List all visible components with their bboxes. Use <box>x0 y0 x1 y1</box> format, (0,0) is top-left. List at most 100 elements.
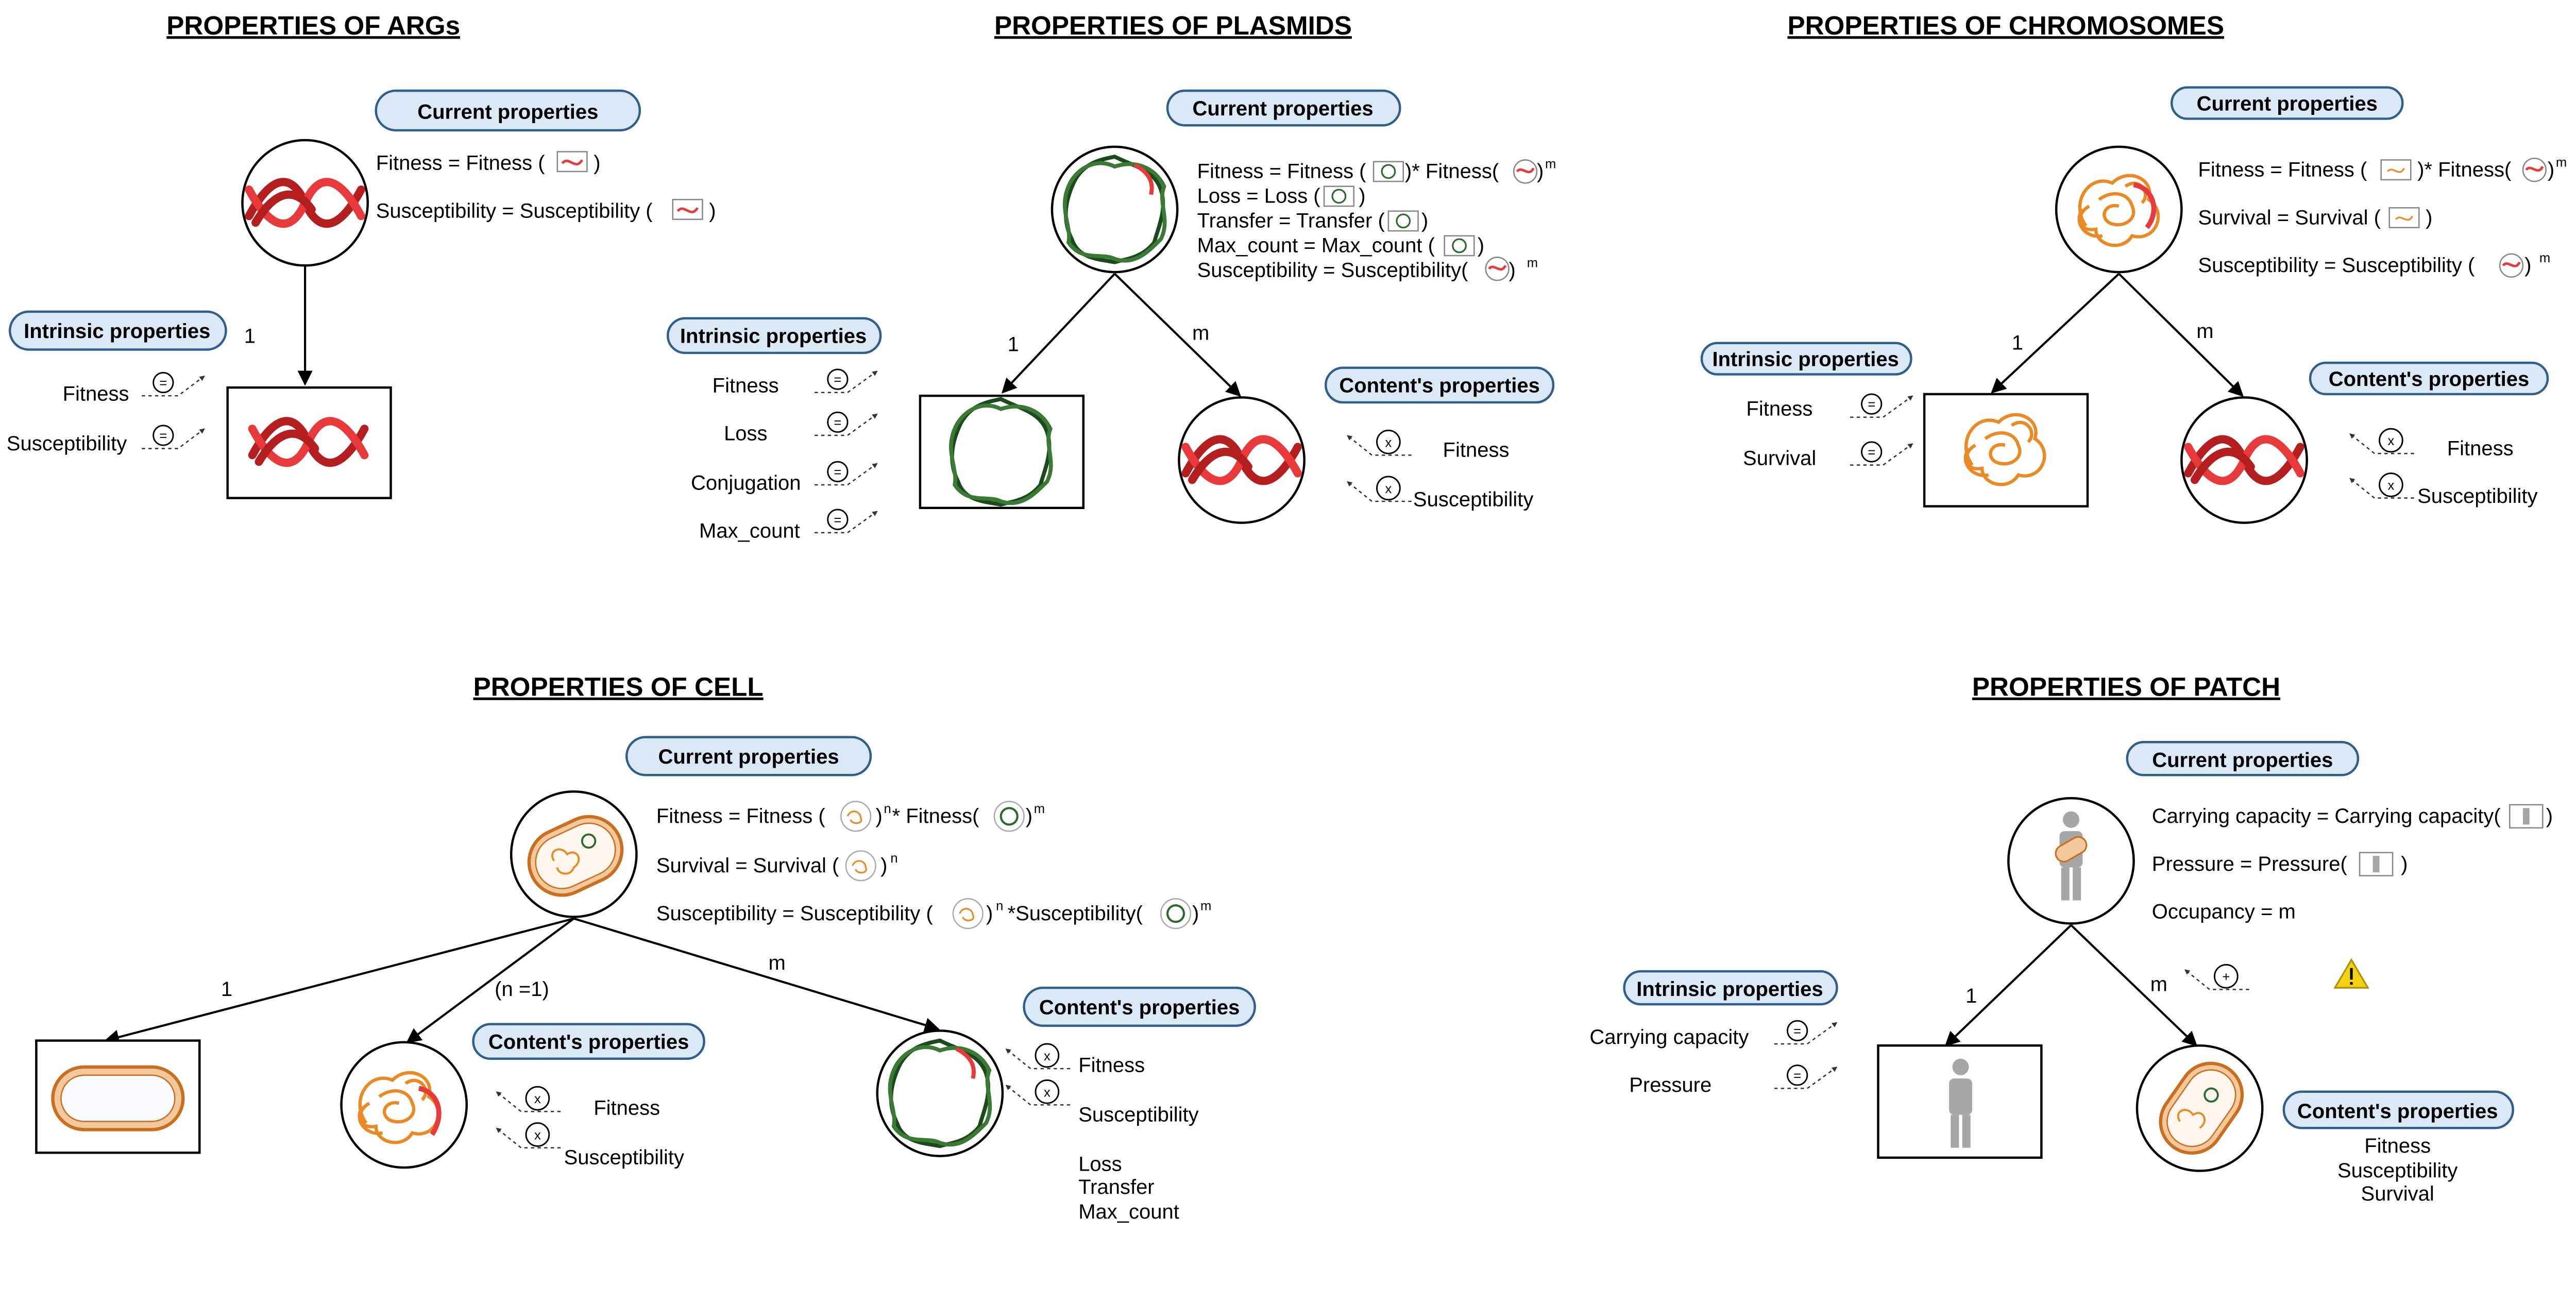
patch-edge-label-m: m <box>2150 973 2167 996</box>
chromosomes-title: PROPERTIES OF CHROMOSOMES <box>1787 11 2224 40</box>
patch-content-fitness: Fitness <box>2364 1135 2431 1157</box>
chromosomes-fitness-formula: Fitness = Fitness ( <box>2198 158 2367 181</box>
svg-text:=: = <box>1793 1024 1801 1039</box>
cell-section: PROPERTIES OF CELL Current properties Fi… <box>35 672 1256 1223</box>
cell-icon <box>2159 1061 2244 1155</box>
plasmid-intrinsic-node <box>919 394 1085 510</box>
cell-susceptibility-formula: Susceptibility = Susceptibility ( <box>656 902 934 925</box>
multiply-icon: x <box>1376 476 1401 501</box>
patch-pressure-close: ) <box>2401 853 2408 875</box>
patch-intrinsic-carrying: Carrying capacity <box>1589 1026 1749 1049</box>
plasmids-intrinsic-pill: Intrinsic properties <box>667 317 882 354</box>
patch-intrinsic-label: Intrinsic properties <box>1636 978 1823 1001</box>
multiply-icon: x <box>525 1086 550 1111</box>
cell-plasmid-content-pill: Content's properties <box>1023 986 1256 1027</box>
args-title: PROPERTIES OF ARGs <box>166 11 460 40</box>
patch-content-survival: Survival <box>2361 1182 2434 1205</box>
equal-icon: = <box>827 461 849 483</box>
cell-survival-close: ) <box>880 854 887 877</box>
plasmids-content-label: Content's properties <box>1339 375 1540 397</box>
svg-text:x: x <box>534 1128 541 1143</box>
plasmids-current-pill: Current properties <box>1166 89 1401 127</box>
patch-carrying-close: ) <box>2546 805 2553 827</box>
chromosomes-intrinsic-pill: Intrinsic properties <box>1700 342 1912 376</box>
svg-text:x: x <box>2387 434 2394 448</box>
cell-susceptibility-mid: *Susceptibility( <box>1008 902 1143 925</box>
plasmids-fitness-mid: )* Fitness( <box>1405 160 1499 183</box>
equal-icon: = <box>152 371 174 394</box>
cell-survival-sup-n: n <box>890 851 897 866</box>
plasmid-current-node <box>1050 145 1179 274</box>
plasmids-edge-label-1: 1 <box>1008 333 1019 356</box>
args-current-label: Current properties <box>417 100 598 123</box>
svg-text:x: x <box>2387 479 2394 493</box>
plasmids-edge-label-m: m <box>1192 322 1209 344</box>
cell-current-label: Current properties <box>658 746 839 768</box>
cell-susceptibility-close2: ) <box>1192 902 1199 925</box>
cell-current-pill: Current properties <box>625 736 872 776</box>
cell-plasmid-content-susceptibility: Susceptibility <box>1078 1103 1198 1126</box>
chromosomes-intrinsic-label: Intrinsic properties <box>1713 348 1899 371</box>
chromosomes-current-pill: Current properties <box>2170 86 2404 120</box>
chromosomes-edge-label-m: m <box>2196 320 2213 343</box>
cell-plasmid-content-label: Content's properties <box>1039 996 1240 1019</box>
cell-plasmid-transfer: Transfer <box>1078 1176 1154 1198</box>
plasmids-current-label: Current properties <box>1192 97 1373 120</box>
patch-section: PROPERTIES OF PATCH Current properties C… <box>1589 672 2553 1205</box>
args-susceptibility-formula: Susceptibility = Susceptibility ( <box>376 199 653 222</box>
cell-susceptibility-sup-n: n <box>996 899 1003 914</box>
plasmids-content-susceptibility: Susceptibility <box>1413 488 1533 511</box>
args-susceptibility-close: ) <box>709 199 716 222</box>
svg-text:=: = <box>159 376 167 391</box>
cell-edge-label-1: 1 <box>221 978 232 1001</box>
cell-chromosome-node <box>340 1041 468 1169</box>
equal-icon: = <box>1861 393 1883 415</box>
patch-edge-label-1: 1 <box>1965 985 1977 1007</box>
svg-text:=: = <box>1868 398 1875 412</box>
multiply-icon: x <box>525 1122 550 1147</box>
plasmids-transfer-formula: Transfer = Transfer ( <box>1197 210 1385 232</box>
cell-plasmid-loss: Loss <box>1078 1153 1122 1175</box>
cell-chromosome-content-label: Content's properties <box>488 1031 689 1054</box>
patch-pressure-formula: Pressure = Pressure( <box>2152 853 2348 875</box>
chromosomes-fitness-close: ) <box>2548 158 2554 181</box>
svg-text:x: x <box>1044 1085 1050 1100</box>
multiply-icon: x <box>2379 428 2403 453</box>
plasmids-transfer-close: ) <box>1421 210 1428 232</box>
svg-text:x: x <box>1385 482 1392 496</box>
cell-susceptibility-close1: ) <box>986 902 993 925</box>
patch-icon <box>2055 811 2088 901</box>
svg-text:+: + <box>2222 970 2230 984</box>
plasmids-fitness-sup: m <box>1545 157 1556 171</box>
plasmids-maxcount-formula: Max_count = Max_count ( <box>1197 234 1435 257</box>
svg-text:=: = <box>1793 1069 1801 1083</box>
chromosomes-susceptibility-close: ) <box>2524 254 2531 277</box>
cell-chromosome-content-susceptibility: Susceptibility <box>564 1146 684 1169</box>
cell-chromosome-content-pill: Content's properties <box>472 1023 705 1060</box>
plus-icon: + <box>2213 964 2239 989</box>
cell-chromosome-content-fitness: Fitness <box>594 1097 660 1120</box>
cell-plasmid-content-fitness: Fitness <box>1078 1054 1145 1076</box>
cell-plasmid-maxcount: Max_count <box>1078 1201 1179 1223</box>
plasmids-loss-close: ) <box>1359 185 1365 208</box>
equal-icon: = <box>1787 1020 1808 1042</box>
plasmids-intrinsic-fitness: Fitness <box>713 375 779 397</box>
plasmids-intrinsic-maxcount: Max_count <box>699 519 800 542</box>
svg-text:x: x <box>534 1092 541 1106</box>
args-current-pill: Current properties <box>375 89 641 132</box>
args-fitness-formula: Fitness = Fitness ( <box>376 152 546 175</box>
plasmids-fitness-formula: Fitness = Fitness ( <box>1197 160 1367 183</box>
args-intrinsic-label: Intrinsic properties <box>24 320 210 343</box>
svg-text:=: = <box>1868 446 1875 460</box>
chromosomes-current-label: Current properties <box>2197 92 2378 115</box>
cell-fitness-close1: ) <box>876 805 883 827</box>
svg-text:=: = <box>834 465 841 480</box>
equal-icon: = <box>1861 441 1883 463</box>
patch-carrying-formula: Carrying capacity = Carrying capacity( <box>2152 805 2501 827</box>
chromosomes-fitness-mid: )* Fitness( <box>2417 158 2512 181</box>
plasmids-susceptibility-sup: m <box>1527 256 1538 270</box>
plasmids-intrinsic-conjugation: Conjugation <box>691 472 801 495</box>
svg-text:x: x <box>1044 1049 1050 1063</box>
cell-title: PROPERTIES OF CELL <box>473 672 764 702</box>
